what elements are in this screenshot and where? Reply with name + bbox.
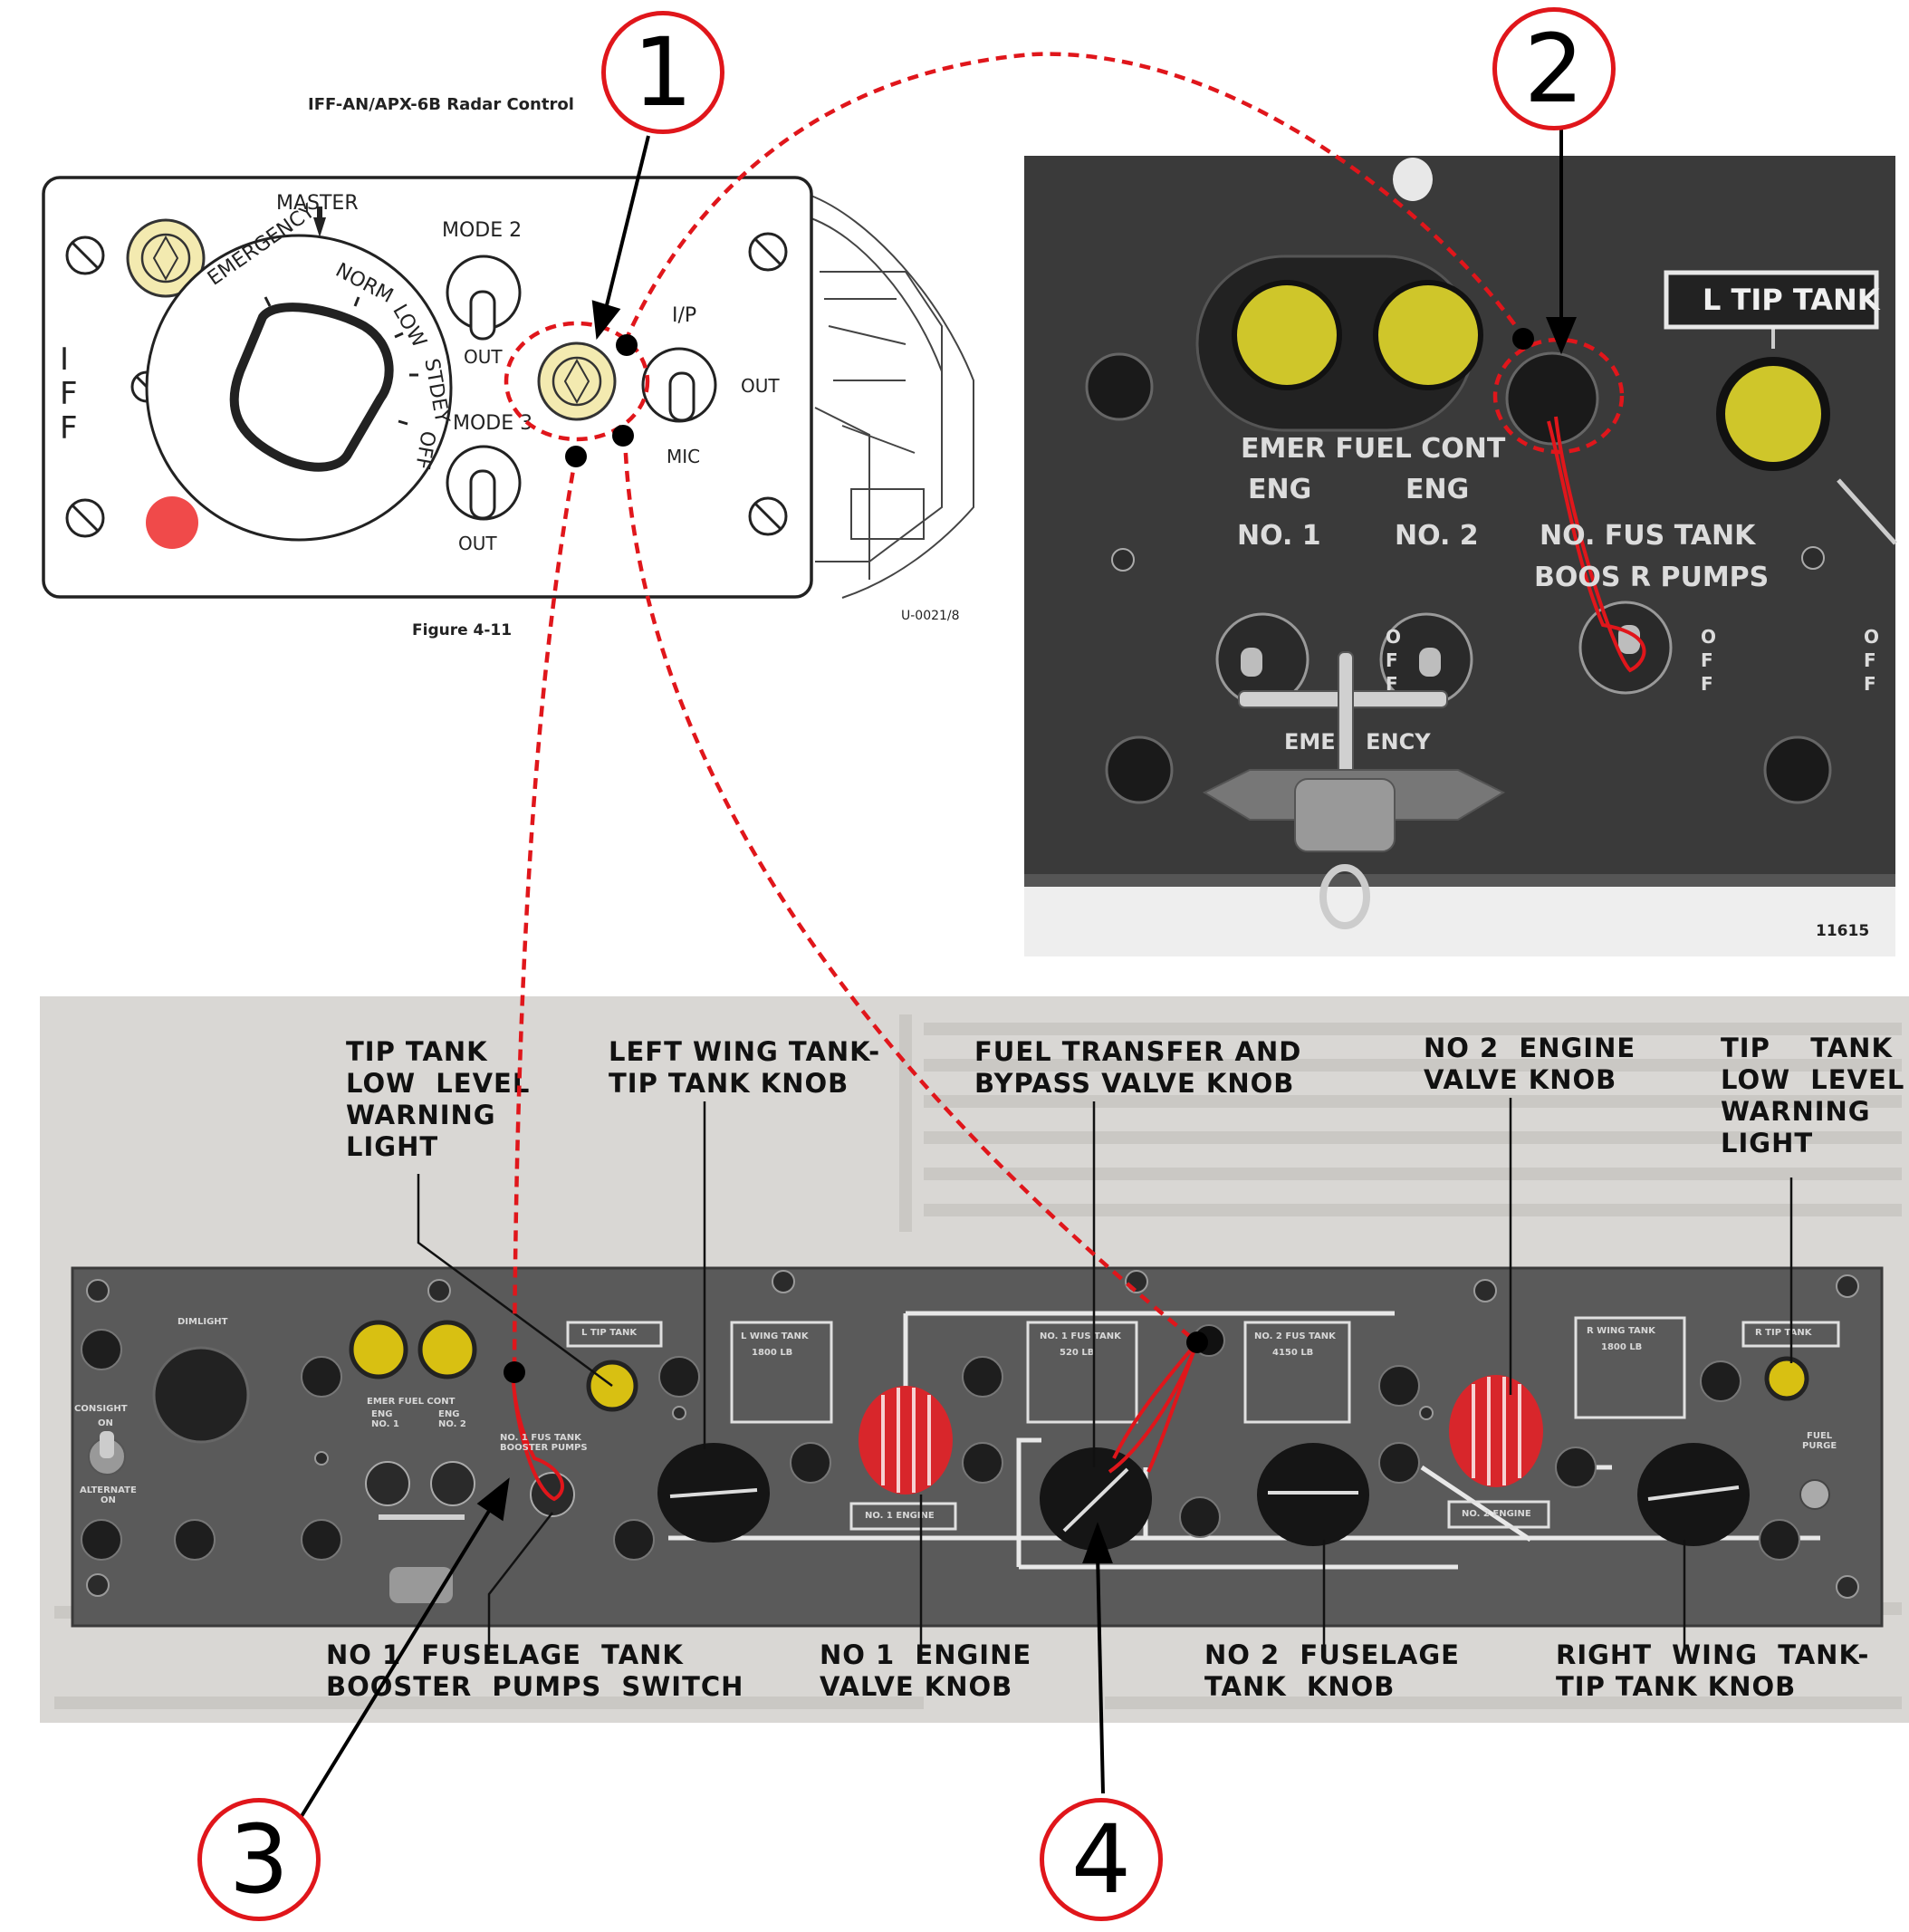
label-right-wing: RIGHT WING TANK- TIP TANK KNOB [1556,1639,1870,1702]
iff-red-lamp [146,496,198,549]
fuel-transfer-bypass-knob[interactable] [1040,1447,1152,1551]
mode2-out-label: OUT [464,346,503,368]
callout-4: 4 [1040,1798,1163,1921]
photo-number: 11615 [1816,922,1870,940]
console-emer-lamp-1 [349,1320,408,1379]
placard-no2-fus-tank: NO. 2 FUS TANK [1254,1331,1336,1341]
off-label-right: OFF [1864,626,1880,695]
placard-alternate: ALTERNATE ON [80,1485,137,1505]
mode2-switch[interactable] [446,255,522,341]
iff-side-label: IFF [60,341,78,447]
eng2-label-b: NO. 2 [1395,520,1479,552]
callout-3: 3 [197,1798,321,1921]
iff-yellow-lamp-left [126,218,206,298]
photo-knob-bottom-right[interactable] [1763,735,1832,804]
placard-r-wing-lb: 1800 LB [1601,1342,1643,1352]
placard-fuel-purge: FUEL PURGE [1802,1431,1837,1451]
emer-fuel-cont-label: EMER FUEL CONT [1241,433,1506,465]
callout-2: 2 [1492,7,1616,130]
mode3-switch[interactable] [446,445,522,521]
placard-emer-fuel-cont: EMER FUEL CONT [367,1397,456,1407]
iff-panel-title: IFF-AN/APX-6B Radar Control [308,95,574,114]
booster-pumps-label: BOOS R PUMPS [1534,562,1770,593]
label-no2-fus: NO 2 FUSELAGE TANK KNOB [1204,1639,1460,1702]
placard-l-tip-tank: L TIP TANK [581,1328,638,1338]
fus-tank-label: NO. FUS TANK [1540,520,1756,552]
console-emer-lamp-2 [417,1320,477,1379]
l-tip-tank-label: L TIP TANK [1703,283,1880,317]
placard-no2-fus-lb: 4150 LB [1272,1348,1314,1358]
l-tip-tank-placard [1664,270,1879,330]
placard-r-tip-tank: R TIP TANK [1755,1328,1812,1338]
label-tip-tank-right: TIP TANK LOW LEVEL WARNING LIGHT [1721,1033,1905,1158]
label-no1-engine: NO 1 ENGINE VALVE KNOB [820,1639,1032,1702]
consight-switch[interactable] [88,1431,126,1475]
emergency-label: EME ENCY [1284,729,1431,755]
label-tip-tank-left: TIP TANK LOW LEVEL WARNING LIGHT [346,1036,531,1162]
placard-no2-engine: NO. 2 ENGINE [1462,1509,1531,1519]
placard-consight: CONSIGHT [74,1404,128,1414]
no2-engine-valve-knob[interactable] [1449,1375,1543,1487]
placard-no1-engine: NO. 1 ENGINE [865,1511,935,1521]
left-wing-tip-tank-knob[interactable] [657,1443,770,1543]
eng1-label-a: ENG [1248,474,1312,505]
master-label: MASTER [276,192,359,215]
off-label-booster: OFF [1701,626,1717,695]
dimlight-knob[interactable] [152,1346,250,1444]
figure-caption: Figure 4-11 [412,621,513,639]
eng2-label-a: ENG [1405,474,1470,505]
right-wing-tip-tank-knob[interactable] [1637,1443,1750,1546]
label-no1-fus-booster: NO 1 FUSELAGE TANK BOOSTER PUMPS SWITCH [326,1639,744,1702]
console-tip-lamp-right [1764,1356,1809,1401]
placard-dimlight: DIMLIGHT [177,1317,228,1327]
placard-eng-no1: ENG NO. 1 [371,1409,399,1429]
no1-engine-valve-knob[interactable] [859,1386,953,1495]
tip-tank-lamp [1716,357,1830,471]
label-no2-engine: NO 2 ENGINE VALVE KNOB [1424,1033,1636,1095]
placard-r-wing-tank: R WING TANK [1587,1326,1655,1336]
callout-1: 1 [601,11,724,134]
placard-eng-no2: ENG NO. 2 [438,1409,466,1429]
safety-wire-photo [1547,416,1646,673]
mode3-out-label: OUT [458,533,497,554]
ip-out-label: OUT [741,375,780,397]
no2-fuselage-tank-knob[interactable] [1257,1443,1369,1546]
off-label-eng: OFF [1386,626,1402,695]
placard-l-wing-lb: 1800 LB [752,1348,793,1358]
mode2-label: MODE 2 [442,219,523,242]
label-fuel-transfer: FUEL TRANSFER AND BYPASS VALVE KNOB [974,1036,1302,1099]
fuel-purge-button[interactable] [1799,1479,1830,1510]
emergency-guard[interactable] [1202,651,1506,929]
placard-no1-fus-lb: 520 LB [1060,1348,1095,1358]
eng1-label-b: NO. 1 [1237,520,1321,552]
placard-on: ON [98,1418,113,1428]
safety-wire-console-2 [1108,1341,1199,1474]
photo-knob-top-left[interactable] [1085,352,1154,421]
placard-booster: NO. 1 FUS TANK BOOSTER PUMPS [500,1433,588,1453]
master-dial[interactable] [145,207,453,542]
label-left-wing: LEFT WING TANK- TIP TANK KNOB [609,1036,881,1099]
safety-wire-console-1 [511,1371,564,1502]
